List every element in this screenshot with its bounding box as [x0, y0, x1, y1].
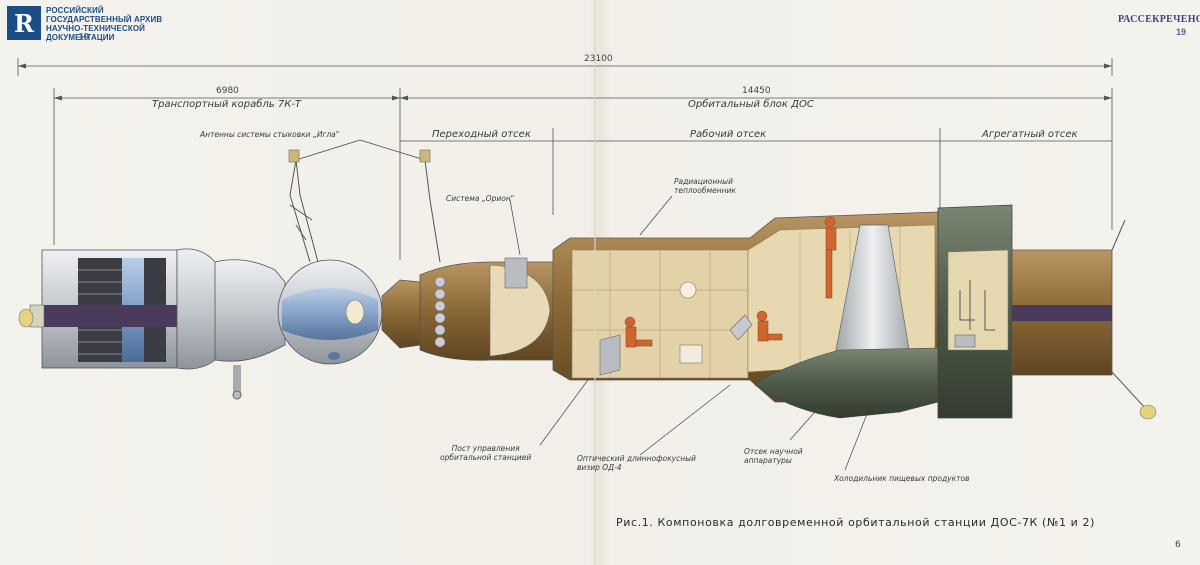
- callout-line: аппаратуры: [744, 456, 792, 465]
- antenna-dish: [419, 149, 431, 163]
- docking-adapter: [381, 279, 421, 349]
- archive-logo-glyph: R: [14, 8, 34, 38]
- header-aggregate-compartment: Агрегатный отсек: [982, 129, 1078, 140]
- work-compartment: [552, 211, 939, 419]
- callout-line: орбитальной станцией: [440, 453, 532, 462]
- archive-name-line: НАУЧНО-ТЕХНИЧЕСКОЙ: [46, 24, 145, 33]
- archive-name-line: ДОКУМЕНТАЦИИ: [46, 33, 115, 42]
- callout-line: теплообменник: [674, 186, 736, 195]
- dimension-arrows: [18, 63, 1112, 101]
- orbital-module: [277, 259, 383, 365]
- archive-stamp-left: 19: [78, 32, 90, 43]
- archive-name-line: ГОСУДАРСТВЕННЫЙ АРХИВ: [46, 15, 163, 24]
- antenna-dish: [288, 149, 300, 163]
- callout-orion: Система „Орион": [446, 194, 515, 203]
- archive-logo: R: [7, 6, 41, 40]
- callout-line: визир ОД-4: [577, 463, 622, 472]
- callout-antennas: Антенны системы стыковки „Игла": [200, 130, 340, 139]
- archive-name: РОССИЙСКИЙ ГОСУДАРСТВЕННЫЙ АРХИВ НАУЧНО-…: [46, 6, 162, 42]
- header-transfer-compartment: Переходный отсек: [432, 129, 531, 140]
- header-orbital-block: Орбитальный блок ДОС: [688, 99, 814, 110]
- stamp-number: 19: [1175, 27, 1186, 37]
- archive-stamp-right: 19: [1124, 28, 1186, 38]
- declassified-stamp: РАССЕКРЕЧЕНО: [1118, 14, 1200, 25]
- antenna-mast: [289, 159, 319, 263]
- callout-radiator: Радиационный теплообменник: [674, 177, 736, 195]
- callout-optical-sight: Оптический длиннофокусный визир ОД-4: [577, 454, 696, 472]
- callout-line: Пост управления: [451, 444, 520, 453]
- callout-food-fridge: Холодильник пищевых продуктов: [834, 474, 970, 483]
- stamp-number: 19: [78, 32, 90, 43]
- header-transport-ship: Транспортный корабль 7К-Т: [152, 99, 302, 110]
- dimension-lines: [17, 58, 1113, 260]
- callout-line: Отсек научной: [744, 447, 803, 456]
- descent-module: [214, 259, 286, 362]
- dim-transport: 6980: [216, 86, 239, 96]
- header-work-compartment: Рабочий отсек: [690, 129, 767, 140]
- page-number: 6: [1175, 540, 1181, 550]
- antenna-mast: [424, 159, 441, 263]
- callout-control-post: Пост управления орбитальной станцией: [440, 444, 531, 462]
- dim-overall: 23100: [584, 54, 613, 64]
- figure-caption: Рис.1. Компоновка долговременной орбитал…: [616, 516, 1096, 529]
- callout-line: Оптический длиннофокусный: [577, 454, 696, 463]
- callout-line: Радиационный: [674, 177, 733, 186]
- dim-orbital: 14450: [742, 86, 771, 96]
- aggregate-compartment: [937, 204, 1157, 420]
- archive-name-line: РОССИЙСКИЙ: [46, 6, 104, 15]
- transfer-compartment: [419, 257, 556, 361]
- callout-science-bay: Отсек научной аппаратуры: [744, 447, 803, 465]
